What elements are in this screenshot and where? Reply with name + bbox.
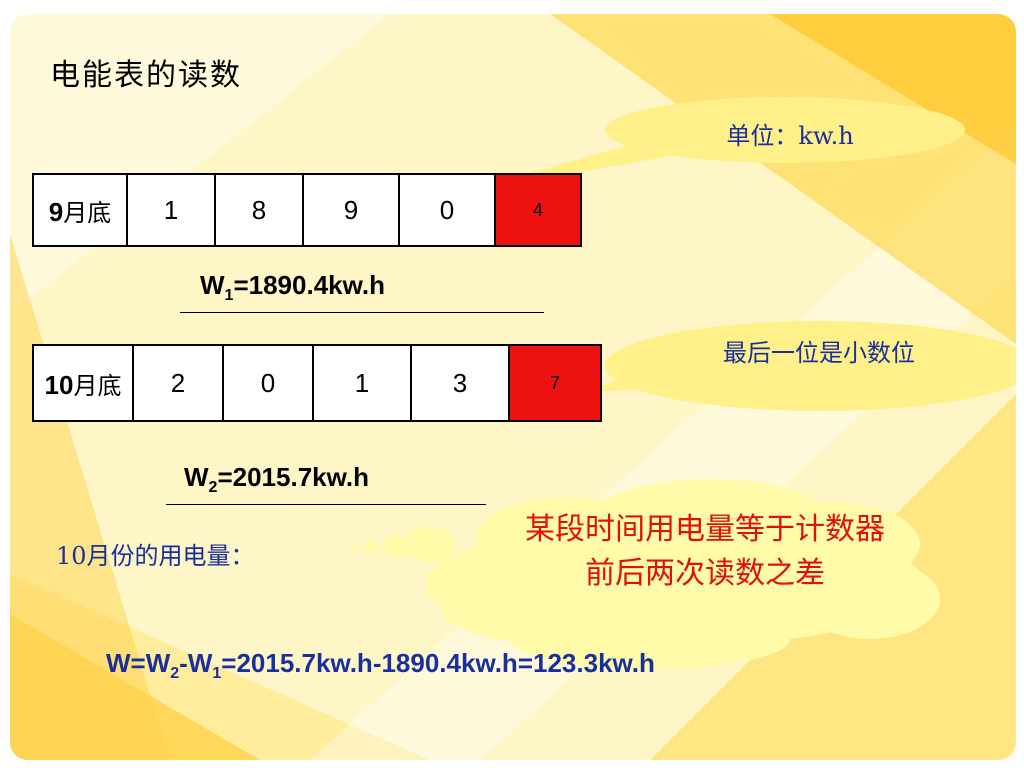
meter-digit: 3 <box>410 344 510 422</box>
underline-w2 <box>166 504 486 505</box>
callout-last-digit-bubble <box>605 321 1016 411</box>
meter-october: 10月底 2 0 1 3 7 <box>32 344 602 422</box>
final-formula: W=W2-W1=2015.7kw.h-1890.4kw.h=123.3kw.h <box>106 648 655 683</box>
meter-digit: 9 <box>302 173 400 247</box>
meter-september: 9月底 1 8 9 0 4 <box>32 173 582 247</box>
october-usage-label: 10月份的用电量： <box>56 542 255 570</box>
cloud-text: 某段时间用电量等于计数器前后两次读数之差 <box>525 512 885 591</box>
meter-october-label: 10月底 <box>32 344 134 422</box>
meter-digit: 0 <box>398 173 496 247</box>
slide: 电能表的读数 单位：kw.h 最后一位是小数位 某段时间用电量等于计数器前后两次… <box>10 14 1016 760</box>
meter-digit: 8 <box>214 173 304 247</box>
callout-unit-text: 单位：kw.h <box>726 122 854 150</box>
meter-decimal-digit: 7 <box>508 344 602 422</box>
meter-digit: 2 <box>132 344 224 422</box>
meter-digit: 1 <box>312 344 412 422</box>
meter-digit: 1 <box>126 173 216 247</box>
meter-september-label: 9月底 <box>32 173 128 247</box>
page-title: 电能表的读数 <box>50 58 242 93</box>
meter-decimal-digit: 4 <box>494 173 582 247</box>
meter-digit: 0 <box>222 344 314 422</box>
callout-last-digit-text: 最后一位是小数位 <box>723 339 915 367</box>
underline-w1 <box>180 312 544 313</box>
background-decoration <box>10 14 1016 760</box>
formula-w2: W2=2015.7kw.h <box>184 462 369 497</box>
cloud-shape <box>352 479 940 669</box>
formula-w1: W1=1890.4kw.h <box>200 270 385 305</box>
